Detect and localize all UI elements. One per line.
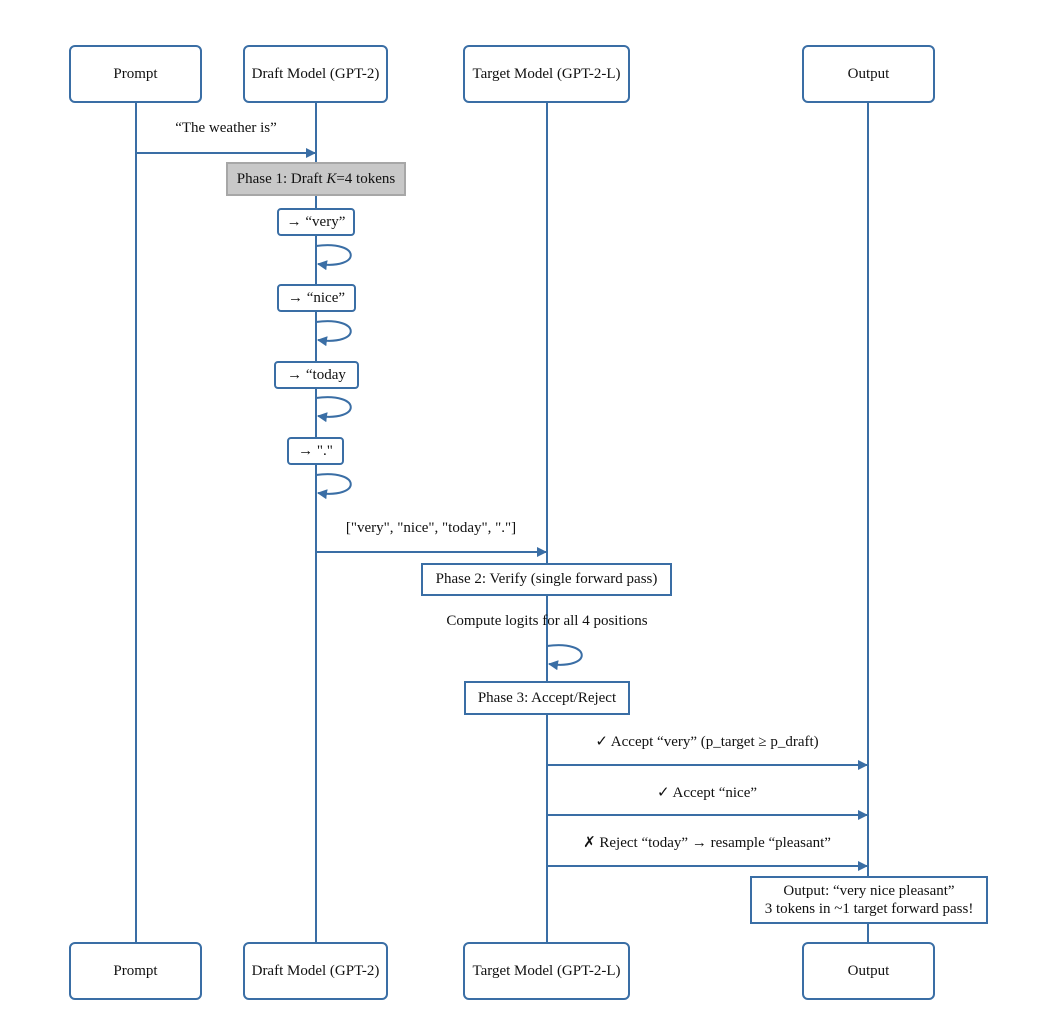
actor-label: Prompt [113, 65, 158, 82]
phase2-note: Phase 2: Verify (single forward pass) [421, 563, 672, 596]
message-draft-to-target: ["very", "nice", "today", "."] [345, 520, 517, 536]
phase1-prefix: Phase 1: Draft [236, 170, 327, 187]
actor-target-top: Target Model (GPT-2-L) [463, 45, 630, 103]
lifeline-target [546, 102, 548, 944]
actor-draft-bottom: Draft Model (GPT-2) [243, 942, 388, 1000]
output-note: Output: “very nice pleasant” 3 tokens in… [750, 876, 988, 924]
draft-token-1: → “very” [277, 208, 355, 236]
lifeline-draft [315, 102, 317, 944]
draft-token-4: → "." [287, 437, 344, 465]
actor-label: Draft Model (GPT-2) [251, 65, 380, 82]
message-prompt-to-draft: “The weather is” [175, 120, 277, 136]
actor-prompt-top: Prompt [69, 45, 202, 103]
message-accept-nice: ✓ Accept “nice” [656, 785, 758, 801]
actor-label: Prompt [113, 962, 158, 979]
actor-target-bottom: Target Model (GPT-2-L) [463, 942, 630, 1000]
output-note-line2: 3 tokens in ~1 target forward pass! [764, 901, 974, 917]
actor-output-top: Output [802, 45, 935, 103]
actor-output-bottom: Output [802, 942, 935, 1000]
draft-token-3: → “today [274, 361, 359, 389]
draft-token-2: → “nice” [277, 284, 356, 312]
phase3-note: Phase 3: Accept/Reject [464, 681, 630, 715]
phase1-note: Phase 1: Draft K=4 tokens [226, 162, 406, 196]
message-accept-very: ✓ Accept “very” (p_target ≥ p_draft) [595, 734, 819, 750]
actor-prompt-bottom: Prompt [69, 942, 202, 1000]
actor-label: Output [847, 962, 890, 979]
actor-label: Output [847, 65, 890, 82]
self-loop-target [546, 644, 583, 671]
message-compute-logits: Compute logits for all 4 positions [446, 613, 648, 629]
actor-draft-top: Draft Model (GPT-2) [243, 45, 388, 103]
actor-label: Target Model (GPT-2-L) [472, 65, 621, 82]
output-note-line1: Output: “very nice pleasant” [783, 883, 955, 899]
phase1-k: K [326, 170, 337, 187]
lifeline-output [867, 102, 869, 944]
lifeline-prompt [135, 102, 137, 944]
self-loop-draft-2 [315, 320, 352, 347]
message-reject-today: ✗ Reject “today” → resample “pleasant” [583, 835, 831, 851]
self-loop-draft-3 [315, 396, 352, 423]
self-loop-draft-1 [315, 244, 352, 271]
self-loop-draft-4 [315, 473, 352, 500]
actor-label: Draft Model (GPT-2) [251, 962, 380, 979]
actor-label: Target Model (GPT-2-L) [472, 962, 621, 979]
phase1-suffix: =4 tokens [336, 170, 396, 187]
